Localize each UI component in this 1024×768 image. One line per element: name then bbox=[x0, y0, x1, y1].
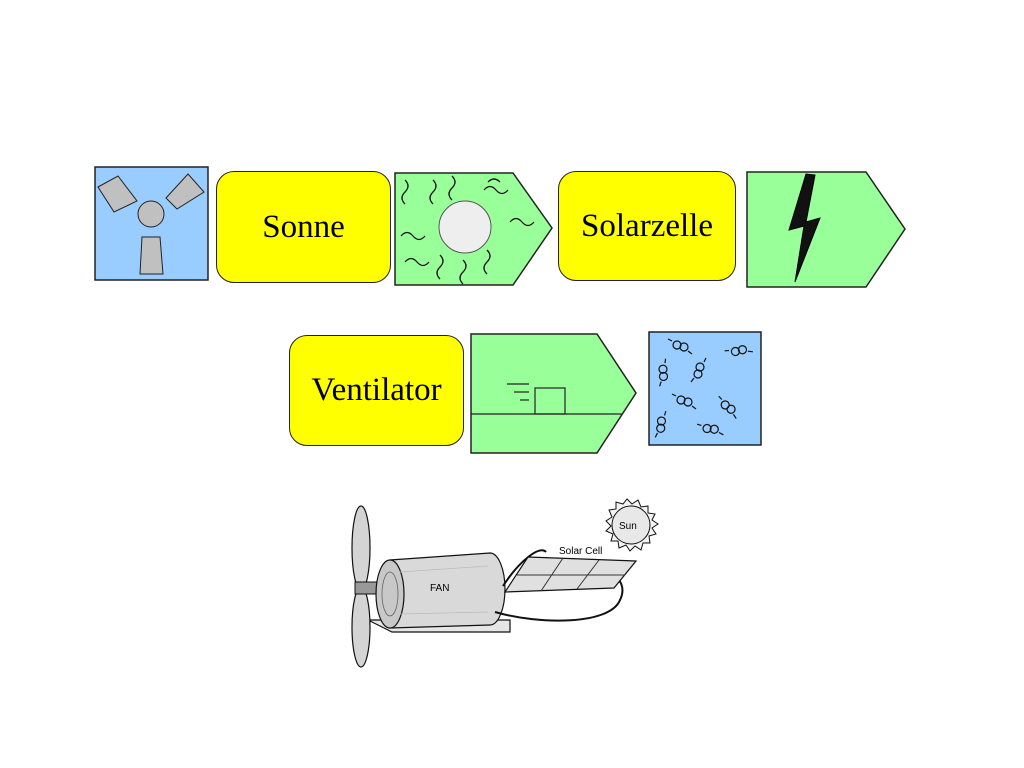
box-ventilator-label: Ventilator bbox=[311, 372, 442, 408]
box-solarzelle: Solarzelle bbox=[558, 171, 736, 281]
solar-fan-illustration: FAN Solar Cell Sun bbox=[351, 498, 659, 668]
molecules-icon bbox=[648, 331, 762, 446]
sun-label: Sun bbox=[619, 521, 637, 532]
lightning-bolt-icon bbox=[746, 171, 906, 288]
box-sonne: Sonne bbox=[216, 171, 391, 283]
wind-flow-icon bbox=[470, 333, 637, 454]
propeller-icon bbox=[351, 505, 388, 668]
solar-panel-icon bbox=[503, 556, 638, 593]
radiation-symbol-icon bbox=[94, 166, 209, 281]
sun-icon bbox=[605, 498, 659, 552]
box-solarzelle-label: Solarzelle bbox=[581, 207, 713, 244]
sun-rays-icon bbox=[394, 172, 553, 286]
fan-cylinder bbox=[375, 552, 506, 629]
box-sonne-label: Sonne bbox=[262, 208, 345, 245]
fan-label: FAN bbox=[430, 583, 449, 594]
solar-cell-label: Solar Cell bbox=[559, 546, 602, 557]
box-ventilator: Ventilator bbox=[289, 335, 464, 446]
